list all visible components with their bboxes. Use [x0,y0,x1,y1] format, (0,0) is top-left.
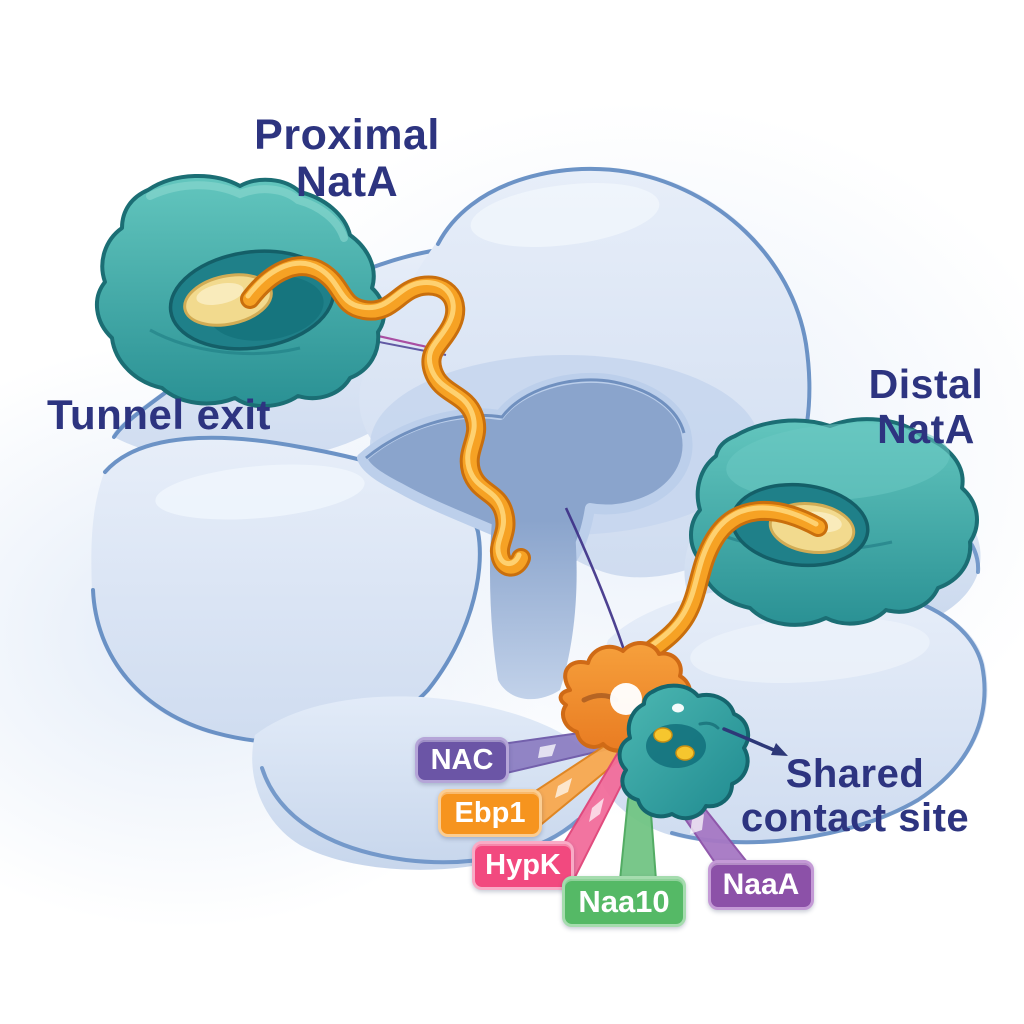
contact-teal-protein [617,683,751,821]
shared-contact-label-line1: Shared [785,752,925,796]
proximal-nata-label: Proximal NatA [197,111,497,207]
badge-hypk: HypK [472,841,574,890]
badge-ebp1-label: Ebp1 [454,796,526,829]
badge-naa10: Naa10 [562,876,686,927]
nascent-chain-proximal [240,256,531,577]
active-site-dot [675,745,695,761]
proximal-nata-label-line2: NatA [295,158,399,207]
badge-naaa-label: NaaA [722,868,800,901]
shared-contact-arrow [722,727,788,756]
distal-nata-label-line1: Distal [868,361,984,407]
badge-ebp1: Ebp1 [438,789,542,837]
shared-contact-label-line2: contact site [740,796,970,840]
proximal-nata-label-line1: Proximal [254,111,440,159]
badge-naa10-label: Naa10 [578,883,670,919]
distal-nata-label: Distal NatA [776,361,1024,453]
tunnel-exit-label-text: Tunnel exit [46,391,272,438]
badge-nac-label: NAC [430,743,494,776]
tunnel-exit-label: Tunnel exit [9,391,309,438]
badge-naaa: NaaA [708,860,814,910]
distal-nata-label-line2: NatA [877,406,975,453]
shared-contact-label: Shared contact site [703,752,1007,840]
active-site-dot [653,727,673,743]
badge-nac: NAC [415,737,509,783]
ribosome-body [91,166,988,870]
badge-hypk-label: HypK [485,849,561,881]
